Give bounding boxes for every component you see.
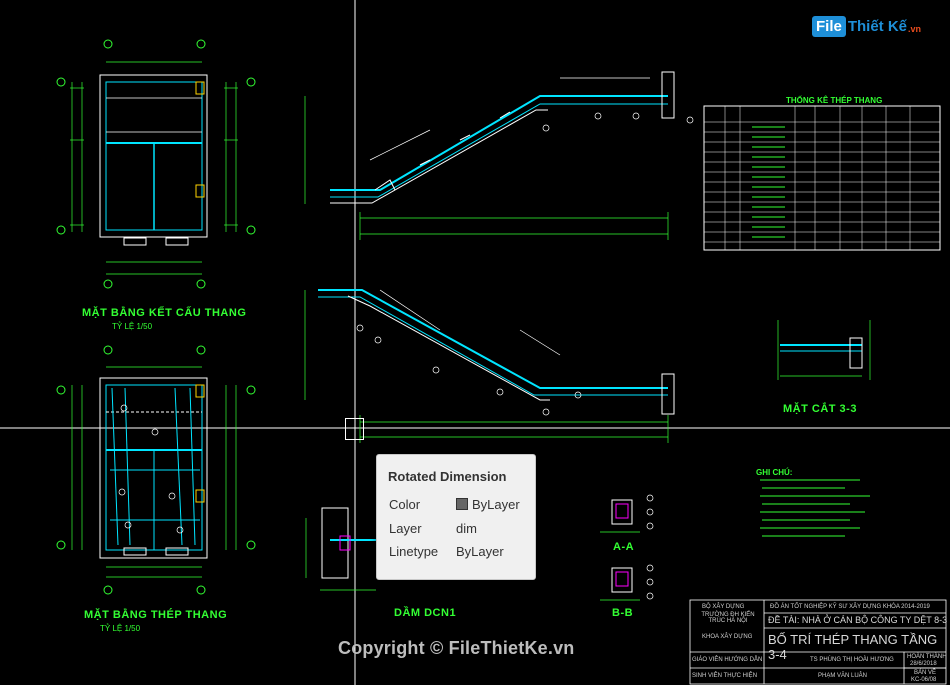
- section-aa-bb: [600, 494, 654, 601]
- tb-sheet-no: KC-06/08: [911, 677, 937, 683]
- section-aa-title: A-A: [613, 541, 635, 553]
- prop-layer-label: Layer: [389, 521, 422, 536]
- section-3-3-title: MẶT CẮT 3-3: [783, 403, 857, 415]
- quick-properties-popup[interactable]: Rotated Dimension Color ByLayer Layer di…: [376, 454, 536, 580]
- notes-title: GHI CHÚ:: [756, 468, 793, 477]
- logo-text: Thiết Kế: [847, 17, 908, 35]
- color-swatch-icon: [456, 498, 468, 510]
- filethietke-logo: File Thiết Kế .vn: [812, 12, 921, 40]
- tb-ministry: BỘ XÂY DỰNG: [702, 604, 745, 610]
- section-bb-title: B-B: [612, 607, 634, 619]
- prop-linetype-label: Linetype: [389, 544, 439, 559]
- tb-university: TRƯỜNG ĐH KIẾN TRÚC HÀ NỘI: [701, 612, 755, 624]
- tb-project-header: ĐỒ ÁN TỐT NGHIỆP KỸ SƯ XÂY DỰNG KHÓA 201…: [770, 604, 930, 610]
- tb-project-name: ĐỀ TÀI: NHÀ Ở CÁN BỘ CÔNG TY DỆT 8-3: [768, 615, 948, 625]
- table-title: THỐNG KÊ THÉP THANG: [786, 96, 883, 105]
- beam-dcn1-detail: [305, 507, 376, 591]
- section-3-3: [777, 320, 871, 380]
- popup-title: Rotated Dimension: [388, 469, 507, 484]
- plan-title-reinforcement: MẶT BẰNG THÉP THANG: [84, 609, 228, 621]
- tb-student-name: PHẠM VĂN LUÂN: [818, 673, 868, 679]
- tb-date-value: 28/6/2018: [910, 661, 937, 667]
- tb-sheet-label: BẢN VẼ: [914, 670, 937, 676]
- tb-sheet-title: BỐ TRÍ THÉP THANG TẦNG 3-4: [768, 632, 938, 662]
- prop-color-text: ByLayer: [472, 497, 520, 512]
- tb-date-label: HOÀN THÀNH: [907, 654, 947, 660]
- logo-box: File: [812, 15, 846, 37]
- prop-linetype-value[interactable]: ByLayer: [456, 544, 504, 559]
- plan-stair-reinforcement: [56, 345, 256, 595]
- tb-student-label: SINH VIÊN THỰC HIỆN: [692, 673, 758, 679]
- beam-title: DẦM DCN1: [394, 607, 457, 619]
- plan-scale-reinforcement: TỶ LỆ 1/50: [100, 624, 141, 633]
- tb-faculty: KHOA XÂY DỰNG: [702, 634, 753, 640]
- stair-section-lower: [304, 289, 675, 443]
- plan-scale-structure: TỶ LỆ 1/50: [112, 322, 153, 331]
- stair-section-upper: [304, 71, 694, 240]
- copyright-watermark: Copyright © FileThietKe.vn: [338, 638, 575, 658]
- general-notes-lines: [760, 479, 870, 537]
- prop-color-label: Color: [389, 497, 421, 512]
- tb-advisor-label: GIÁO VIÊN HƯỚNG DẪN: [692, 657, 763, 663]
- plan-title-structure: MẶT BẰNG KẾT CẤU THANG: [82, 307, 247, 319]
- prop-color-value[interactable]: ByLayer: [456, 497, 520, 512]
- cursor-pickbox: [345, 418, 364, 440]
- logo-domain: .vn: [908, 24, 922, 34]
- tb-advisor-name: TS PHÙNG THỊ HOÀI HƯƠNG: [810, 657, 894, 663]
- prop-layer-value[interactable]: dim: [456, 521, 477, 536]
- plan-stair-structure: [56, 39, 256, 289]
- rebar-schedule-table: [703, 105, 941, 251]
- title-block-frame: [689, 599, 947, 685]
